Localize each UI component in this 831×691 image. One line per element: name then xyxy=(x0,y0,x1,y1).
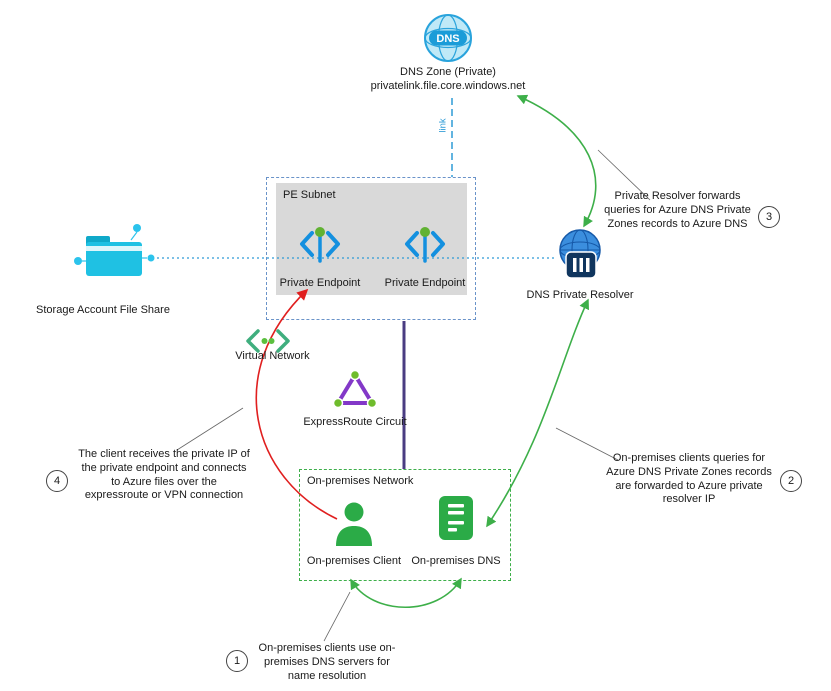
dns-zone-title: DNS Zone (Private) xyxy=(400,66,496,78)
annotation-1-number-value: 1 xyxy=(233,655,241,667)
onprem-client-label: On-premises Client xyxy=(306,555,402,567)
onprem-network-label: On-premises Network xyxy=(307,475,414,487)
private-endpoint-right-icon xyxy=(405,227,445,263)
annotation-2-number: 2 xyxy=(780,470,802,492)
callout-line-4 xyxy=(176,407,244,451)
annotation-2-number-value: 2 xyxy=(787,475,795,487)
dns-private-resolver-icon xyxy=(559,229,601,279)
annotation-1-number: 1 xyxy=(226,650,248,672)
private-endpoint-right-label: Private Endpoint xyxy=(384,277,466,289)
arrow-resolver-to-dnszone xyxy=(516,94,597,228)
virtual-network-label: Virtual Network xyxy=(235,350,310,362)
arrow-client-to-private-endpoint xyxy=(255,288,338,520)
arrow-client-to-onprem-dns xyxy=(350,577,462,608)
annotation-3-number: 3 xyxy=(758,206,780,228)
storage-file-share-icon xyxy=(74,224,155,276)
annotation-3-number-value: 3 xyxy=(765,211,773,223)
callout-line-3 xyxy=(597,149,651,201)
storage-file-share-label: Storage Account File Share xyxy=(36,304,170,316)
onprem-client-icon xyxy=(336,502,372,546)
dns-private-resolver-label: DNS Private Resolver xyxy=(526,289,634,301)
annotation-3-text: Private Resolver forwards queries for Az… xyxy=(604,190,751,230)
dns-zone-icon-text: DNS xyxy=(436,33,459,45)
callout-line-2 xyxy=(555,427,619,461)
annotation-4-number-value: 4 xyxy=(53,475,61,487)
pe-subnet-box xyxy=(266,177,476,320)
link-label: link xyxy=(437,118,449,133)
onprem-dns-label: On-premises DNS xyxy=(411,555,501,567)
arrow-onprem-dns-to-resolver xyxy=(486,298,589,528)
private-endpoint-left-label: Private Endpoint xyxy=(279,277,361,289)
private-endpoint-left-icon xyxy=(300,227,340,263)
onprem-dns-icon xyxy=(439,496,473,540)
dns-zone-icon: DNS xyxy=(424,14,472,62)
annotation-4-number: 4 xyxy=(46,470,68,492)
annotation-2-text: On-premises clients queries for Azure DN… xyxy=(606,452,772,506)
expressroute-circuit-icon xyxy=(332,369,378,409)
annotation-1-text: On-premises clients use on-premises DNS … xyxy=(258,642,396,682)
annotation-4-text: The client receives the private IP of th… xyxy=(78,448,250,502)
pe-subnet-label: PE Subnet xyxy=(283,189,336,201)
callout-line-1 xyxy=(323,591,351,642)
expressroute-circuit-label: ExpressRoute Circuit xyxy=(303,416,407,428)
virtual-network-icon xyxy=(246,329,290,353)
dns-zone-subtitle: privatelink.file.core.windows.net xyxy=(370,80,526,92)
